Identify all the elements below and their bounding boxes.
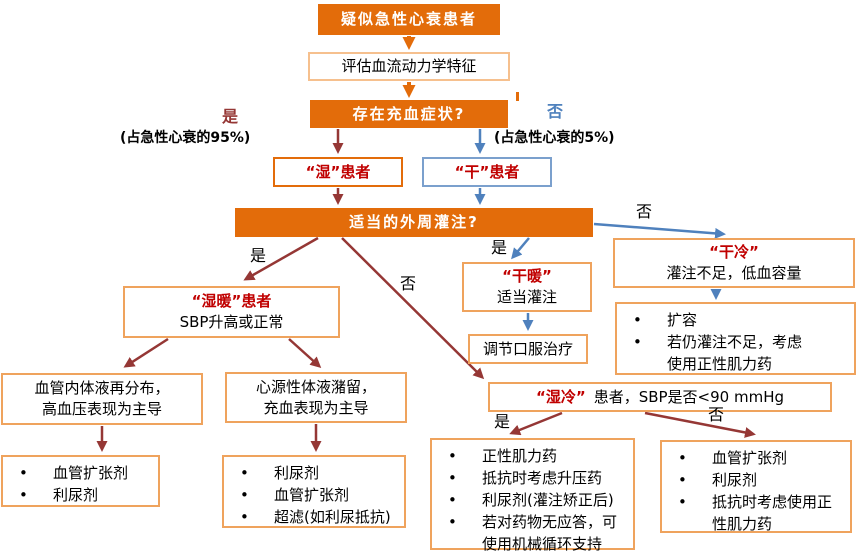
list-item: 扩容 [621,309,850,331]
list-item: 若对药物无应答，可 使用机械循环支持 [436,511,629,555]
bullet-icon [436,467,482,489]
node-congestion-question: 存在充血症状? [310,100,508,128]
list-item: 血管扩张剂 [7,462,154,484]
connector-stub [516,92,519,101]
list-item: 正性肌力药 [436,445,629,467]
bullet-icon [228,484,274,506]
node-wet-warm: “湿暖”患者 SBP升高或正常 [123,286,340,338]
edge-label-congestion-yes: 是 [222,107,239,126]
arrow-perfusion-drywarm [511,237,530,260]
node-perfusion-question: 适当的外周灌注? [235,208,593,237]
node-dry-cold-subtitle: 灌注不足，低血容量 [666,264,802,282]
bullet-icon [7,484,53,506]
node-suspected-ahf-label: 疑似急性心衰患者 [340,10,477,28]
node-oral-therapy-label: 调节口服治疗 [482,339,573,358]
node-redistribution-label: 血管内体液再分布， 高血压表现为主导 [34,379,170,418]
node-redistribution-treatment: 血管扩张剂 利尿剂 [1,455,160,507]
node-perfusion-question-label: 适当的外周灌注? [349,213,479,231]
edge-label-perfusion-no-dry: 否 [636,202,653,221]
edge-label-perfusion-no-wet: 否 [400,274,417,293]
bullet-icon [621,331,667,375]
edge-label-wetcold-no: 否 [708,405,725,424]
node-dry-warm: “干暖” 适当灌注 [462,262,592,312]
node-wet-cold-no-treatment: 血管扩张剂 利尿剂 抵抗时考虑使用正 性肌力药 [660,440,852,533]
node-wet-patient-label: “湿”患者 [305,162,371,181]
bullet-icon [666,447,712,469]
bullet-icon [666,491,712,535]
bullet-icon [7,462,53,484]
node-assess-hemodynamics-label: 评估血流动力学特征 [341,57,477,75]
node-retention-treatment: 利尿剂 血管扩张剂 超滤(如利尿抵抗) [222,455,406,528]
arrow-perfusion-drycold [593,222,726,239]
list-item: 若仍灌注不足，考虑 使用正性肌力药 [621,331,850,375]
node-dry-warm-subtitle: 适当灌注 [496,288,557,306]
node-wet-cold-yes-treatment: 正性肌力药 抵抗时考虑升压药 利尿剂(灌注矫正后) 若对药物无应答，可 使用机械… [430,438,635,553]
arrow-wetwarm-redistribution [123,337,169,368]
arrow-wetcold-no [644,411,756,438]
node-redistribution: 血管内体液再分布， 高血压表现为主导 [1,373,203,425]
node-dry-warm-title: “干暖” [502,267,552,285]
edge-label-perfusion-yes-wet: 是 [250,246,267,265]
edge-label-dry-percentage: (占急性心衰的5%) [494,130,615,146]
node-wet-cold: “湿冷” 患者，SBP是否<90 mmHg [488,382,832,412]
node-oral-therapy: 调节口服治疗 [468,334,588,364]
edge-label-wetcold-yes: 是 [494,412,511,431]
edge-label-perfusion-yes-dry: 是 [491,238,508,257]
node-retention: 心源性体液潴留， 充血表现为主导 [225,372,407,423]
list-item: 血管扩张剂 [228,484,400,506]
node-wet-cold-subtitle: 患者，SBP是否<90 mmHg [593,387,785,406]
list-item: 抵抗时考虑使用正 性肌力药 [666,491,846,535]
bullet-icon [228,506,274,528]
node-retention-label: 心源性体液潴留， 充血表现为主导 [255,377,376,417]
bullet-icon [436,489,482,511]
list-item: 利尿剂 [7,484,154,506]
node-dry-patient: “干”患者 [422,157,552,187]
node-dry-cold: “干冷” 灌注不足，低血容量 [613,238,855,288]
bullet-icon [436,445,482,467]
node-suspected-ahf: 疑似急性心衰患者 [318,4,500,35]
edge-label-congestion-no: 否 [547,102,564,121]
bullet-icon [666,469,712,491]
node-dry-patient-label: “干”患者 [454,162,520,181]
edge-label-wet-percentage: (占急性心衰的95%) [120,130,251,146]
node-wet-warm-subtitle: SBP升高或正常 [179,313,284,331]
list-item: 血管扩张剂 [666,447,846,469]
list-item: 利尿剂(灌注矫正后) [436,489,629,511]
bullet-icon [436,511,482,555]
node-wet-patient: “湿”患者 [273,157,403,187]
node-dry-cold-title: “干冷” [709,243,759,261]
list-item: 抵抗时考虑升压药 [436,467,629,489]
bullet-icon [228,462,274,484]
node-wet-warm-title: “湿暖”患者 [191,292,272,310]
node-congestion-question-label: 存在充血症状? [352,104,466,123]
arrow-wetwarm-retention [288,338,322,369]
node-wet-cold-title: “湿冷” [535,387,586,406]
arrow-perfusion-wetcold [341,237,485,380]
arrow-wetcold-yes [509,411,563,436]
list-item: 利尿剂 [666,469,846,491]
node-assess-hemodynamics: 评估血流动力学特征 [308,52,510,81]
list-item: 利尿剂 [228,462,400,484]
list-item: 超滤(如利尿抵抗) [228,506,400,528]
bullet-icon [621,309,667,331]
node-dry-cold-treatment: 扩容 若仍灌注不足，考虑 使用正性肌力药 [615,302,856,375]
